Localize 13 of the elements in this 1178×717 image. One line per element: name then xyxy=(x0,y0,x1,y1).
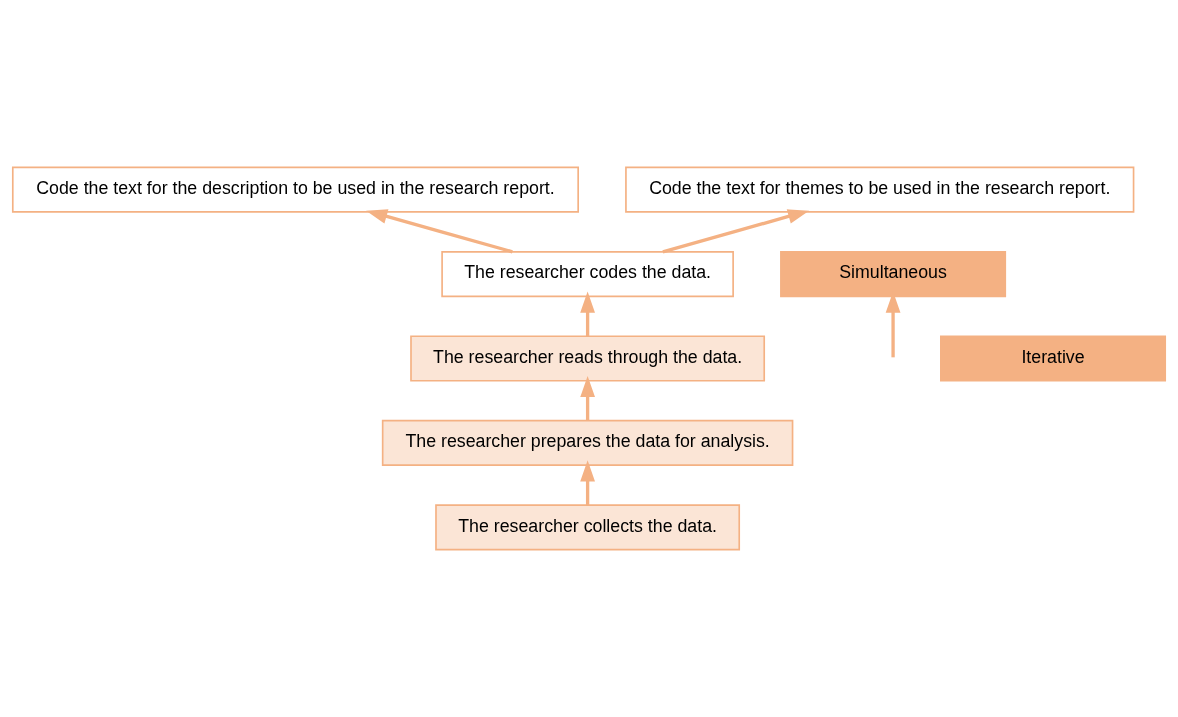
node-box: Code the text for themes to be used in the research report. xyxy=(625,166,1135,213)
node-box: The researcher codes the data. xyxy=(441,251,734,298)
node-box: The researcher prepares the data for analysis. xyxy=(381,419,794,466)
node-box: Code the text for the description to be used in the research report. xyxy=(11,166,579,213)
arrow xyxy=(366,209,513,254)
node-box: The researcher reads through the data. xyxy=(410,335,766,382)
node-box: Simultaneous xyxy=(780,251,1007,298)
arrow xyxy=(580,375,595,421)
arrow xyxy=(580,291,595,337)
node-box: Iterative xyxy=(940,335,1167,382)
node-box: The researcher collects the data. xyxy=(435,504,741,551)
arrow xyxy=(580,460,595,506)
arrow xyxy=(662,209,810,254)
